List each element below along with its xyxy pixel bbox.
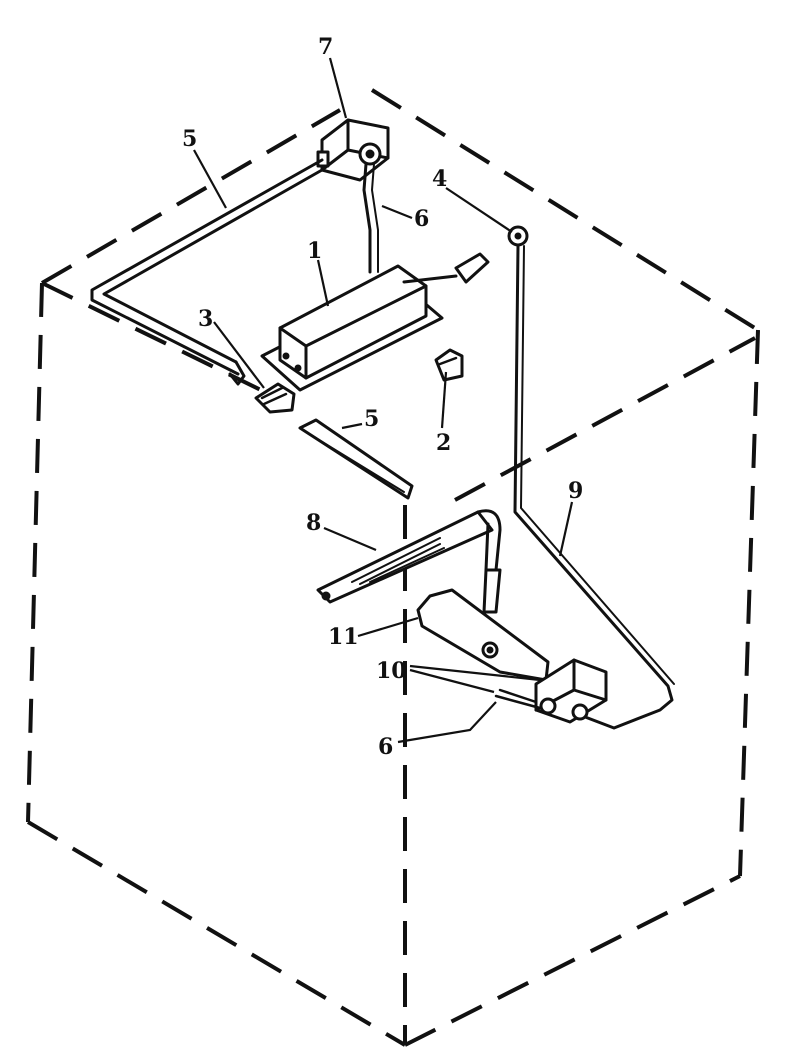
callout-11: 11 [328, 624, 359, 650]
part-9-gas-tube [513, 244, 675, 730]
callout-2: 2 [436, 430, 451, 456]
part-6-upper-thermocouple [362, 162, 379, 274]
part-3-bracket [254, 382, 296, 414]
callout-5-lower: 5 [364, 406, 379, 432]
callout-1: 1 [307, 238, 322, 264]
part-5-upper-burner [90, 158, 324, 386]
part-1-burner-box [260, 252, 490, 392]
part-5-lower-burner [298, 418, 414, 500]
part-8-oven-burner [316, 509, 502, 614]
part-11-pilot-loop [416, 588, 550, 682]
callout-9: 9 [568, 478, 583, 504]
leader-lines [193, 57, 574, 744]
callout-5-upper: 5 [182, 126, 197, 152]
callout-3: 3 [198, 306, 213, 332]
callout-7: 7 [318, 34, 333, 60]
cabinet-outline [26, 88, 760, 1047]
part-7-top-valve [316, 118, 390, 182]
callout-6-lower: 6 [378, 734, 393, 760]
callout-6-upper: 6 [414, 206, 429, 232]
callout-10: 10 [376, 658, 407, 684]
callout-4: 4 [432, 166, 447, 192]
callouts: 7 5 6 4 1 3 5 2 8 9 11 10 6 [182, 34, 583, 760]
part-4-pilot [507, 225, 529, 247]
part-2-clip [434, 348, 464, 382]
part-6-lower-thermocouple [494, 688, 542, 710]
part-10-lower-valve [534, 658, 608, 724]
callout-8: 8 [306, 510, 321, 536]
